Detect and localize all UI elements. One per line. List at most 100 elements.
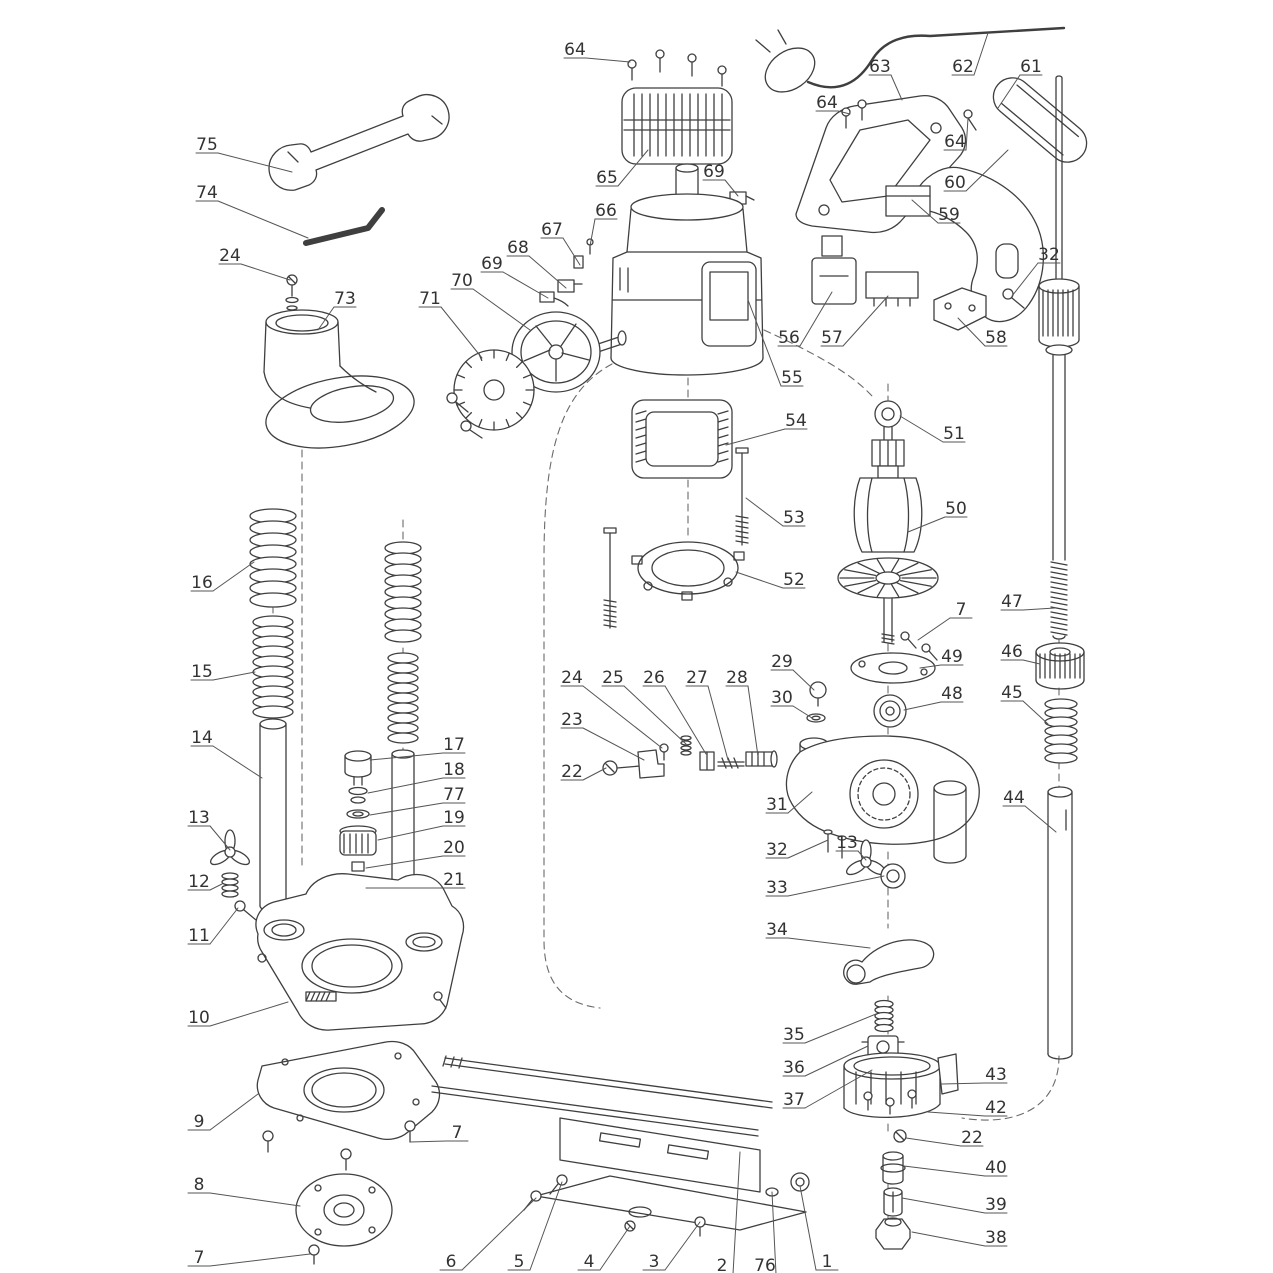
part-number-label: 47 — [1001, 592, 1023, 612]
part-number-label: 48 — [941, 684, 963, 704]
part-number-label: 34 — [766, 920, 788, 940]
collet-nut-38 — [875, 1217, 911, 1250]
part-number-label: 76 — [754, 1256, 776, 1273]
part-number-label: 35 — [783, 1025, 805, 1045]
stator-54 — [631, 399, 733, 479]
screw-22-collet — [893, 1129, 907, 1143]
screws-7-fanplate — [900, 631, 938, 661]
part-number-label: 33 — [766, 878, 788, 898]
adjust-nut-46 — [1035, 642, 1085, 690]
stator-windings — [635, 410, 729, 463]
screws-42-turret — [863, 1089, 917, 1115]
part-number-label: 24 — [219, 246, 241, 266]
power-plug-and-cord-62 — [755, 26, 1066, 93]
part-number-label: 77 — [443, 785, 465, 805]
part-number-label: 73 — [334, 289, 356, 309]
fan-plate-49 — [850, 652, 936, 684]
part-number-label: 63 — [869, 57, 891, 77]
part-number-label: 22 — [961, 1128, 983, 1148]
cap-29-oring-30 — [806, 681, 827, 723]
screws-64-top — [627, 49, 727, 87]
dust-elbow-73 — [263, 309, 415, 449]
part-number-label: 30 — [771, 688, 793, 708]
spring-16 — [249, 508, 297, 608]
handle-grip-60 — [992, 77, 1088, 163]
part-number-label: 51 — [943, 424, 965, 444]
part-number-label: 50 — [945, 499, 967, 519]
part-number-label: 64 — [564, 40, 586, 60]
part-number-label: 45 — [1001, 683, 1023, 703]
bracket-58 — [933, 287, 987, 331]
part-number-label: 12 — [188, 872, 210, 892]
right-handle-assembly-59 — [885, 166, 1044, 323]
upper-housing-63 — [795, 94, 967, 234]
module-57 — [865, 271, 919, 307]
part-number-label: 58 — [985, 328, 1007, 348]
part-number-label: 61 — [1020, 57, 1042, 77]
screw-24-top — [285, 274, 299, 311]
part-number-label: 42 — [985, 1098, 1007, 1118]
armature-50 — [837, 400, 939, 645]
part-number-label: 71 — [419, 289, 441, 309]
part-number-label: 8 — [194, 1175, 205, 1195]
part-number-label: 69 — [481, 254, 503, 274]
part-number-label: 40 — [985, 1158, 1007, 1178]
bearing-51 — [874, 400, 902, 428]
screws-53 — [603, 447, 749, 629]
part-number-label: 31 — [766, 795, 788, 815]
part-number-label: 21 — [443, 870, 465, 890]
part-number-label: 49 — [941, 647, 963, 667]
guide-column-44 — [1047, 786, 1073, 1060]
router-base-10 — [255, 873, 465, 1031]
switch-56 — [811, 235, 857, 305]
spring-right-upper — [384, 541, 422, 643]
part-number-label: 44 — [1003, 788, 1025, 808]
part-number-label: 62 — [952, 57, 974, 77]
part-number-label: 46 — [1001, 642, 1023, 662]
part-number-label: 2 — [717, 1256, 728, 1273]
part-number-label: 68 — [507, 238, 529, 258]
part-number-label: 66 — [595, 201, 617, 221]
part-number-label: 6 — [446, 1252, 457, 1272]
part-number-label: 56 — [778, 328, 800, 348]
wing-screw-13-left — [209, 829, 251, 866]
knob-knurl — [453, 349, 535, 431]
part-number-label: 3 — [649, 1252, 660, 1272]
part-number-label: 38 — [985, 1228, 1007, 1248]
part-number-label: 60 — [944, 173, 966, 193]
part-number-label: 28 — [726, 668, 748, 688]
bearing-48 — [873, 694, 907, 728]
cover-fins — [633, 93, 723, 157]
part-number-label: 64 — [816, 93, 838, 113]
part-number-label: 37 — [783, 1090, 805, 1110]
sleeve-40 — [880, 1151, 906, 1185]
part-number-label: 75 — [196, 135, 218, 155]
part-number-label: 17 — [443, 735, 465, 755]
part-number-label: 9 — [194, 1112, 205, 1132]
depth-turret-43 — [843, 1052, 959, 1119]
screws-7-subbase — [262, 1120, 416, 1171]
part-number-label: 10 — [188, 1008, 210, 1028]
part-number-label: 20 — [443, 838, 465, 858]
part-number-label: 64 — [944, 132, 966, 152]
screws-64-knob — [446, 392, 483, 439]
part-number-label: 54 — [785, 411, 807, 431]
pin-spanner-34 — [843, 939, 935, 985]
guide-column-14-left — [259, 718, 287, 912]
part-number-label: 57 — [821, 328, 843, 348]
bearing-33 — [880, 863, 906, 889]
part-number-label: 7 — [194, 1248, 205, 1268]
part-number-label: 23 — [561, 710, 583, 730]
part-number-label: 5 — [514, 1252, 525, 1272]
part-number-label: 22 — [561, 762, 583, 782]
part-number-label: 32 — [766, 840, 788, 860]
spring-right-lower — [387, 652, 419, 744]
part-number-label: 14 — [191, 728, 213, 748]
part-number-label: 70 — [451, 271, 473, 291]
part-number-label: 67 — [541, 220, 563, 240]
part-number-label: 29 — [771, 652, 793, 672]
part-number-label: 43 — [985, 1065, 1007, 1085]
spindle-lock-parts-22-28 — [602, 735, 778, 779]
